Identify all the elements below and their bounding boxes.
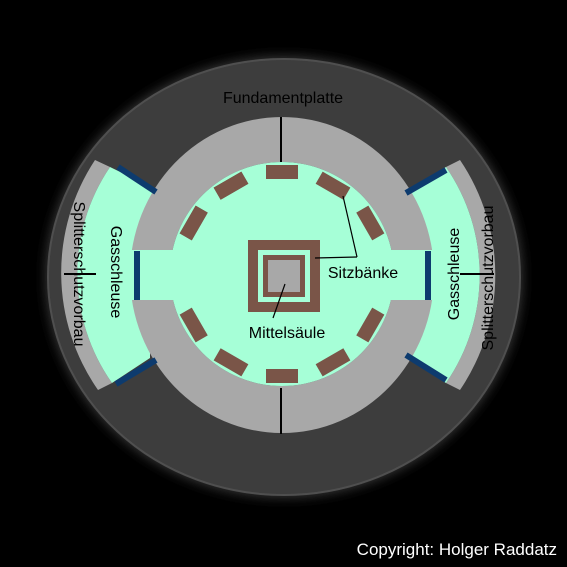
leader-benches-2 [314,256,358,259]
splinter-bay-right [446,160,496,390]
splinter-bay-left [61,160,112,390]
label-benches: Sitzbänke [328,265,398,282]
leader-column [272,283,286,319]
bench-11 [179,205,208,241]
label-airlock-right: Gasschleuse [446,228,463,321]
airlock-left [77,167,155,383]
bench-3 [356,205,385,241]
leader-lines [272,195,358,319]
bench-4 [356,307,385,343]
label-splinter-left: Splitterschutzvorbau [70,202,87,347]
label-foundation: Fundamentplatte [223,90,343,107]
door-left-top [116,164,158,195]
label-center-column: Mittelsäule [249,325,326,342]
door-right-bottom [404,352,448,383]
bench-6 [266,369,298,383]
label-splinter-right: Splitterschutzvorbau [480,206,497,351]
benches [179,165,385,383]
bench-7 [213,348,249,377]
copyright-notice: Copyright: Holger Raddatz [356,540,557,559]
bench-5 [315,348,351,377]
door-left-bottom [114,357,158,387]
bench-12 [213,171,249,200]
bench-1 [266,165,298,179]
doors [114,164,448,387]
leader-benches-1 [342,195,358,258]
bench-2 [315,171,351,200]
label-airlock-left: Gasschleuse [107,226,124,319]
door-right-top [404,167,448,196]
bench-8 [179,307,208,343]
